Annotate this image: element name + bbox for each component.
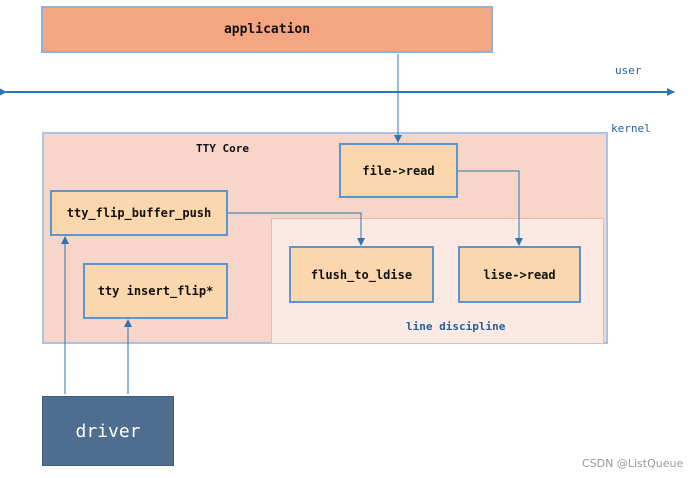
watermark: CSDN @ListQueue <box>582 457 684 470</box>
file-read-node: file->read <box>339 143 458 198</box>
lise-read-node: lise->read <box>458 246 581 303</box>
edge-push-to-flush <box>228 212 365 246</box>
line-discipline-label: line discipline <box>406 320 506 333</box>
application-box: application <box>41 6 493 53</box>
flush-to-ldisc-node: flush_to_ldise <box>289 246 434 303</box>
user-label: user <box>615 64 642 77</box>
driver-box: driver <box>42 396 174 466</box>
tty-flip-buffer-push-node: tty_flip_buffer_push <box>50 190 228 236</box>
kernel-label: kernel <box>611 122 651 135</box>
tty-insert-flip-node: tty insert_flip* <box>83 263 228 319</box>
edge-file-read-to-lise-read <box>458 170 523 246</box>
tty-core-label: TTY Core <box>196 142 249 155</box>
